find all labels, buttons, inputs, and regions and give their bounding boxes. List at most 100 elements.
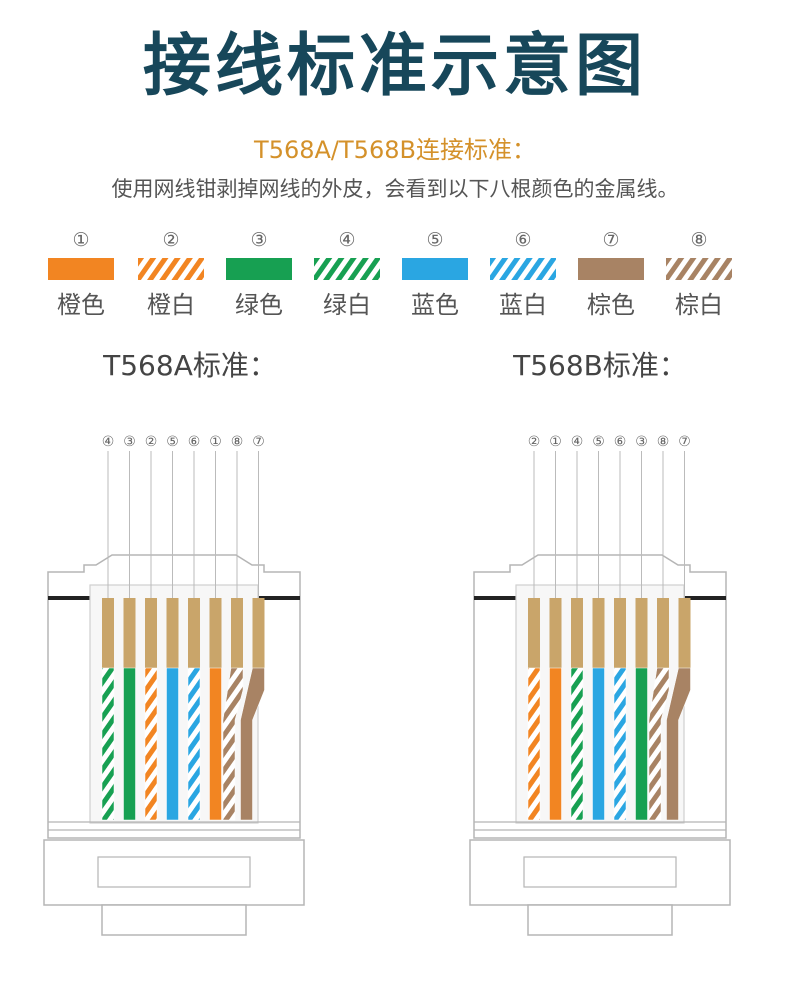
- legend-label: 蓝色: [411, 291, 459, 319]
- legend-item: ③ 绿色: [214, 226, 304, 322]
- legend-swatch: [402, 258, 468, 280]
- legend-label: 橙白: [147, 291, 195, 319]
- subtitle: T568A/T568B连接标准：: [254, 136, 536, 164]
- wire-core: [144, 667, 158, 821]
- legend-item: ⑤ 蓝色: [390, 226, 480, 322]
- copper-contact: [145, 598, 157, 668]
- pin-number-label: ⑤: [592, 434, 605, 450]
- copper-contact: [528, 598, 540, 668]
- wire-core: [240, 667, 265, 821]
- t568b-label: T568B标准：: [513, 349, 687, 382]
- legend-swatch: [226, 258, 292, 280]
- wire-core: [222, 667, 244, 821]
- page-title: 接线标准示意图: [142, 27, 647, 106]
- legend-swatch-fill: [402, 258, 468, 280]
- pin-number-label: ⑤: [166, 434, 179, 450]
- legend-label: 棕色: [587, 291, 635, 319]
- copper-contact: [252, 598, 265, 668]
- legend-swatch: [314, 258, 380, 280]
- legend-item: ⑧ 棕白: [654, 226, 744, 322]
- legend-swatch-fill: [666, 258, 732, 280]
- legend-swatch: [578, 258, 644, 280]
- legend-label: 棕白: [675, 291, 723, 319]
- wire-core: [187, 667, 201, 821]
- legend-swatch-fill: [138, 258, 204, 280]
- copper-contact: [102, 598, 114, 668]
- pin-number-label: ⑥: [188, 434, 201, 450]
- description: 使用网线钳剥掉网线的外皮，会看到以下八根颜色的金属线。: [111, 177, 679, 201]
- pin-number-label: ④: [102, 434, 115, 450]
- pin-number-label: ②: [145, 434, 158, 450]
- legend-number: ⑧: [690, 229, 708, 251]
- copper-contact: [635, 598, 648, 668]
- legend-number: ⑤: [426, 229, 444, 251]
- legend-swatch-fill: [490, 258, 556, 280]
- copper-contact: [549, 598, 562, 668]
- legend-swatch: [490, 258, 556, 280]
- pin-number-label: ③: [635, 434, 648, 450]
- plug-boot-window: [523, 856, 677, 888]
- wire-color-legend: ① 橙色 ② 橙白 ③ 绿色 ④ 绿白 ⑤ 蓝色 ⑥ 蓝白 ⑦ 棕色 ⑧ 棕白: [0, 226, 790, 336]
- copper-contact: [614, 598, 626, 668]
- legend-swatch-fill: [314, 258, 380, 280]
- pin-number-label: ③: [123, 434, 136, 450]
- pin-number-label: ②: [528, 434, 541, 450]
- legend-item: ② 橙白: [126, 226, 216, 322]
- legend-swatch-fill: [578, 258, 644, 280]
- copper-contact: [188, 598, 200, 668]
- legend-label: 绿白: [323, 291, 371, 319]
- pin-number-label: ①: [209, 434, 222, 450]
- wire-core: [166, 667, 179, 821]
- pin-number-label: ①: [549, 434, 562, 450]
- legend-swatch: [666, 258, 732, 280]
- plug-edge-line: [48, 596, 94, 600]
- copper-contact: [123, 598, 136, 668]
- legend-number: ②: [162, 229, 180, 251]
- wire-core: [666, 667, 691, 821]
- legend-item: ① 橙色: [36, 226, 126, 322]
- pin-number-label: ⑥: [614, 434, 627, 450]
- legend-swatch-fill: [226, 258, 292, 280]
- pin-number-label: ④: [571, 434, 584, 450]
- legend-item: ④ 绿白: [302, 226, 392, 322]
- copper-contact: [657, 598, 669, 668]
- legend-swatch-fill: [48, 258, 114, 280]
- legend-swatch: [48, 258, 114, 280]
- plug-edge-line: [474, 596, 520, 600]
- copper-contact: [231, 598, 243, 668]
- copper-contact: [678, 598, 691, 668]
- pin-number-label: ⑦: [252, 434, 265, 450]
- wire-core: [209, 667, 222, 821]
- plug-cable-stub: [527, 904, 673, 936]
- legend-label: 橙色: [57, 291, 105, 319]
- legend-number: ④: [338, 229, 356, 251]
- legend-item: ⑦ 棕色: [566, 226, 656, 322]
- wire-core: [648, 667, 670, 821]
- copper-contact: [166, 598, 179, 668]
- t568a-label: T568A标准：: [103, 349, 277, 382]
- plug-edge-line: [254, 596, 300, 600]
- legend-label: 绿色: [235, 291, 283, 319]
- wire-core: [527, 667, 541, 821]
- legend-number: ⑥: [514, 229, 532, 251]
- copper-contact: [209, 598, 222, 668]
- plug-edge-line: [680, 596, 726, 600]
- copper-contact: [571, 598, 583, 668]
- legend-number: ①: [72, 229, 90, 251]
- wire-core: [592, 667, 605, 821]
- pin-number-label: ⑧: [231, 434, 244, 450]
- copper-contact: [592, 598, 605, 668]
- legend-swatch: [138, 258, 204, 280]
- wire-core: [613, 667, 627, 821]
- plug-cable-stub: [101, 904, 247, 936]
- wire-core: [101, 667, 115, 821]
- wire-core: [123, 667, 136, 821]
- plug-boot-window: [97, 856, 251, 888]
- legend-number: ③: [250, 229, 268, 251]
- legend-label: 蓝白: [499, 291, 547, 319]
- wire-core: [549, 667, 562, 821]
- wire-core: [570, 667, 584, 821]
- wire-core: [635, 667, 648, 821]
